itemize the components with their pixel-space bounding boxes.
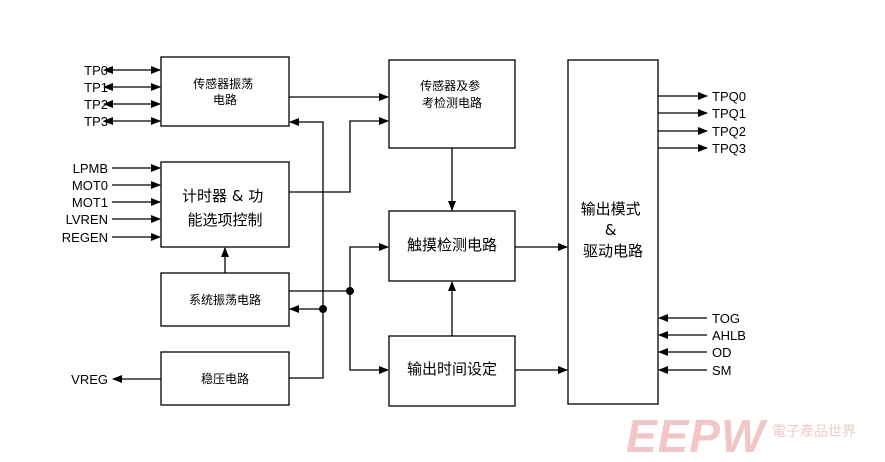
output-mode-block bbox=[567, 59, 659, 405]
tp3-label: TP3 bbox=[84, 114, 108, 129]
junction-dot-osc bbox=[346, 287, 354, 295]
regen-label: REGEN bbox=[62, 230, 108, 245]
ahlb-label: AHLB bbox=[712, 328, 746, 343]
out-pins: TPQ0 TPQ1 TPQ2 TPQ3 bbox=[658, 89, 746, 156]
timer-ctrl-label: 计时器 & 功 能选项控制 bbox=[182, 187, 268, 229]
tpq3-label: TPQ3 bbox=[712, 141, 746, 156]
mot0-label: MOT0 bbox=[72, 178, 108, 193]
vreg-label: VREG bbox=[71, 372, 108, 387]
connections bbox=[221, 93, 568, 379]
tp2-label: TP2 bbox=[84, 97, 108, 112]
conn-node-to-outtime bbox=[349, 291, 389, 374]
sensor-ref-block bbox=[388, 59, 516, 149]
touch-detect-label: 触摸检测电路 bbox=[407, 236, 497, 254]
right-in-pins: TOG AHLB OD SM bbox=[658, 311, 746, 378]
ctrl-pins: LPMB MOT0 MOT1 LVREN REGEN bbox=[62, 161, 161, 245]
sys-osc-label: 系统振荡电路 bbox=[189, 292, 261, 307]
output-time-block bbox=[388, 335, 516, 407]
conn-timer-to-ref bbox=[289, 117, 389, 193]
sensor-ref-label: 传感器及参 考检测电路 bbox=[420, 78, 484, 110]
lvren-label: LVREN bbox=[66, 212, 108, 227]
tp0-label: TP0 bbox=[84, 63, 108, 78]
conn-vreg-to-osc bbox=[289, 118, 324, 379]
watermark: EEPW 電子產品世界 bbox=[626, 410, 856, 462]
vreg-block-label: 稳压电路 bbox=[201, 371, 249, 386]
junction-dot-vreg bbox=[319, 305, 327, 313]
sensor-osc-label: 传感器振荡 电路 bbox=[193, 76, 257, 107]
tp1-label: TP1 bbox=[84, 80, 108, 95]
tpq1-label: TPQ1 bbox=[712, 106, 746, 121]
timer-ctrl-block bbox=[160, 161, 290, 248]
output-time-label: 输出时间设定 bbox=[407, 360, 497, 378]
lpmb-label: LPMB bbox=[73, 161, 108, 176]
mot1-label: MOT1 bbox=[72, 195, 108, 210]
conn-node-to-touch bbox=[349, 243, 389, 291]
tp-pins: TP0 TP1 TP2 TP3 bbox=[84, 63, 161, 129]
sensor-osc-block bbox=[160, 56, 290, 127]
tpq0-label: TPQ0 bbox=[712, 89, 746, 104]
watermark-cn: 電子產品世界 bbox=[772, 423, 856, 440]
tog-label: TOG bbox=[712, 311, 740, 326]
sys-osc-block bbox=[160, 272, 290, 327]
sm-label: SM bbox=[712, 363, 732, 378]
tpq2-label: TPQ2 bbox=[712, 124, 746, 139]
watermark-logo: EEPW bbox=[626, 410, 768, 462]
output-mode-label: 输出模式 & 驱动电路 bbox=[581, 200, 646, 260]
od-label: OD bbox=[712, 345, 732, 360]
